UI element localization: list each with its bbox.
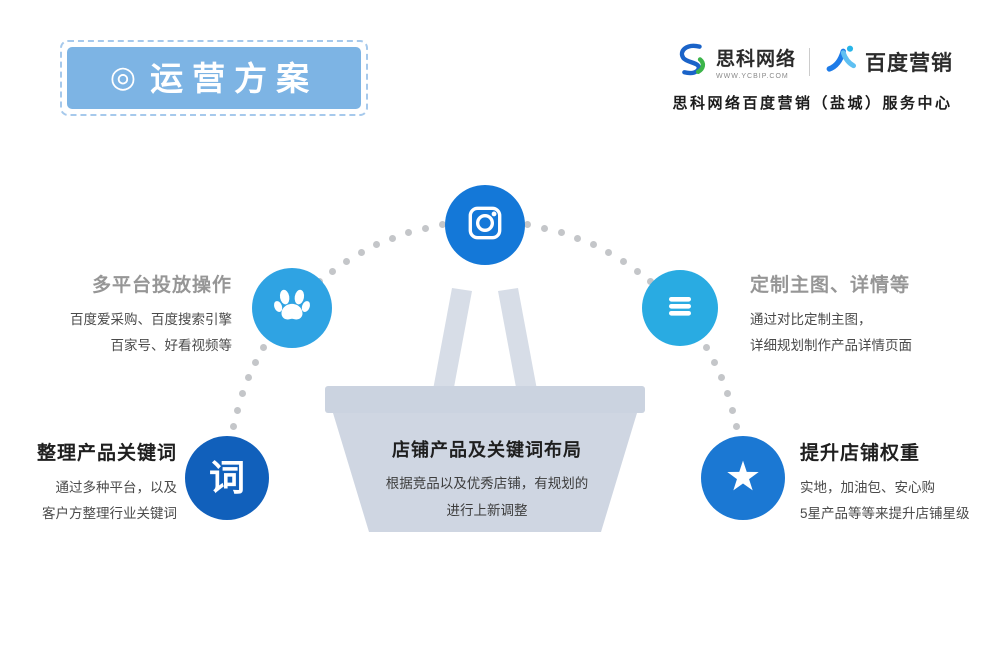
arc-dot (710, 358, 718, 366)
brand-text-block: 思科网络 WWW.YCBIP.COM (716, 44, 796, 80)
arc-dot (605, 249, 612, 257)
camera-icon (464, 202, 506, 249)
arc-dot (724, 390, 732, 398)
arc-dot (633, 267, 641, 275)
arc-dot (343, 257, 351, 265)
bullseye-icon: ◎ (109, 61, 137, 94)
arc-dot (573, 234, 581, 242)
service-center-subtitle: 思科网络百度营销（盐城）服务中心 (672, 95, 953, 112)
arc-dot (373, 241, 381, 249)
section-title: 整理产品关键词 (36, 443, 177, 464)
brand-header: 思科网络 WWW.YCBIP.COM 百度营销 思科网络百度营销（盐城）服务中心 (640, 40, 985, 113)
brand2-name: 百度营销 (865, 51, 953, 75)
arc-dot (244, 374, 252, 382)
arc-dot (718, 374, 726, 382)
brand1-name: 思科网络 (715, 48, 796, 70)
arc-dot (541, 224, 549, 232)
section-line: 进行上新调整 (446, 503, 528, 518)
arc-dot (238, 390, 246, 398)
node-baidu-platforms (252, 268, 332, 348)
section-multi-platform: 多平台投放操作 百度爱采购、百度搜索引擎 百家号、好看视频等 (28, 270, 232, 359)
title-banner: ◎ 运营方案 (60, 40, 368, 116)
divider (809, 47, 810, 76)
section-line: 通过多种平台，以及 (55, 480, 178, 495)
section-keyword-sorting: 整理产品关键词 通过多种平台，以及 客户方整理行业关键词 (15, 438, 177, 527)
section-line: 客户方整理行业关键词 (42, 506, 177, 521)
section-line: 百度爱采购、百度搜索引擎 (70, 312, 232, 327)
menu-lines-icon (660, 286, 700, 331)
basket-illustration (325, 288, 645, 532)
node-shop-rating (701, 436, 785, 520)
section-title: 提升店铺权重 (800, 443, 921, 464)
arc-dot (589, 241, 597, 249)
node-detail-pages (642, 270, 718, 346)
arc-dot (405, 229, 413, 237)
arc-dot (619, 257, 627, 265)
arc-dot (557, 229, 565, 237)
arc-dot (229, 423, 237, 431)
section-shop-weight: 提升店铺权重 实地，加油包、安心购 5星产品等等来提升店铺星级 (800, 438, 995, 527)
brand1-url: WWW.YCBIP.COM (715, 72, 789, 80)
section-line: 5星产品等等来提升店铺星级 (800, 506, 970, 521)
arc-dot (329, 267, 337, 275)
brand-row: 思科网络 WWW.YCBIP.COM 百度营销 (672, 40, 953, 83)
baidu-paw-icon (271, 285, 313, 332)
arc-dot (702, 343, 710, 351)
star-icon (721, 454, 765, 503)
arc-dot (389, 234, 397, 242)
section-title: 定制主图、详情等 (750, 275, 911, 296)
section-custom-images: 定制主图、详情等 通过对比定制主图， 详细规划制作产品详情页面 (750, 270, 990, 359)
section-shop-layout: 店铺产品及关键词布局 根据竞品以及优秀店铺，有规划的 进行上新调整 (350, 436, 624, 524)
keyword-character: 词 (208, 457, 245, 498)
arc-dot (733, 423, 741, 431)
title-banner-fill: ◎ 运营方案 (67, 47, 361, 109)
arc-dot (252, 358, 260, 366)
arc-dot (524, 221, 532, 229)
node-camera (445, 185, 525, 265)
arc-dot (233, 406, 241, 414)
section-line: 通过对比定制主图， (750, 312, 872, 327)
sike-network-logo-icon (672, 40, 710, 83)
section-title: 多平台投放操作 (91, 275, 232, 296)
arc-dot (421, 224, 429, 232)
node-keyword: 词 (185, 436, 269, 520)
arc-dot (729, 406, 737, 414)
baidu-marketing-logo-icon (823, 41, 859, 82)
section-line: 百家号、好看视频等 (110, 338, 233, 353)
section-line: 详细规划制作产品详情页面 (750, 338, 912, 353)
arc-dot (260, 343, 268, 351)
page-title: 运营方案 (150, 59, 319, 97)
section-line: 根据竞品以及优秀店铺，有规划的 (385, 476, 589, 491)
section-title: 店铺产品及关键词布局 (392, 440, 582, 460)
arc-dot (357, 249, 365, 257)
section-line: 实地，加油包、安心购 (800, 480, 935, 495)
